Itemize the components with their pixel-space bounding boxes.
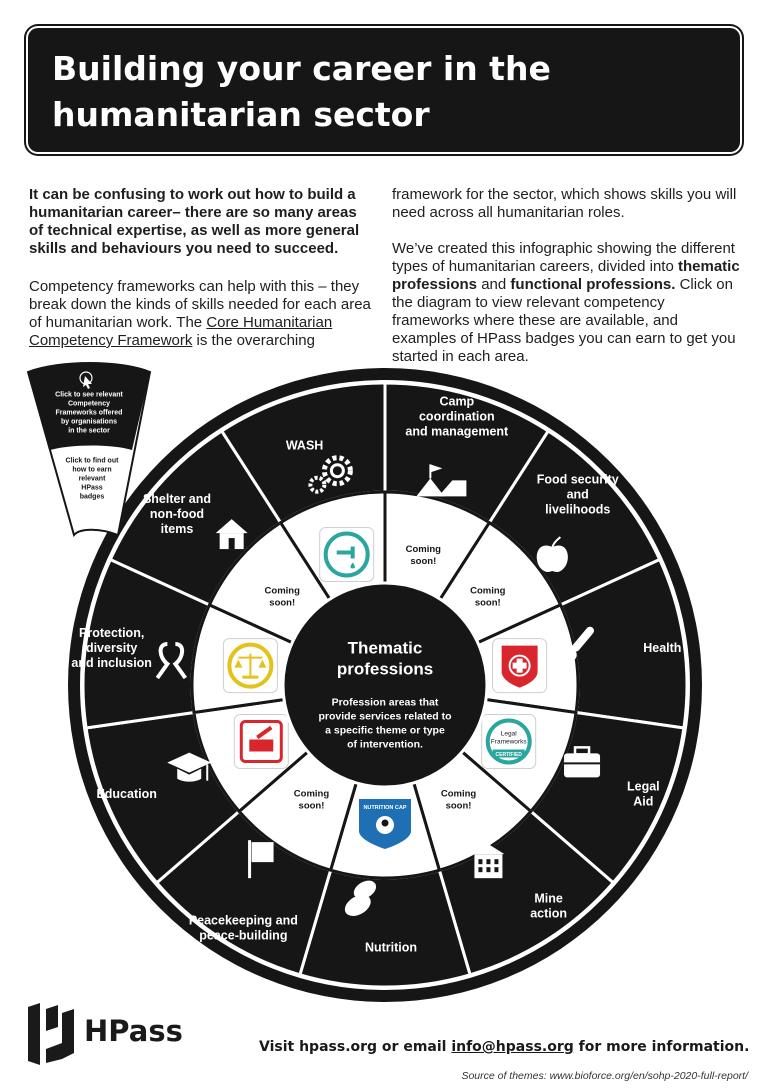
apple-icon	[536, 536, 568, 572]
intro-text: Competency frameworks can help with this…	[29, 278, 371, 331]
hpass-brand: HPass	[84, 1014, 183, 1048]
core-framework-link[interactable]: Core Humanitarian Competency Framework	[29, 314, 333, 349]
building-icon	[472, 844, 505, 879]
graduation-cap-icon	[167, 752, 212, 782]
page-title: Building your career in the humanitarian…	[52, 49, 551, 134]
tent-icon	[416, 464, 467, 497]
education-badge[interactable]	[233, 713, 289, 769]
wash-badge[interactable]	[319, 527, 375, 583]
thematic-term: thematic professions	[392, 258, 740, 293]
intro-paragraph-3: We’ve created this infographic showing t…	[392, 240, 742, 366]
thermometer-icon	[564, 626, 594, 661]
pointer-icon	[79, 371, 93, 389]
sector-label: WASH	[286, 439, 324, 453]
email-link[interactable]: info@hpass.org	[451, 1039, 574, 1055]
center-circle[interactable]	[281, 581, 489, 789]
intro-text-continued: is the overarching	[192, 332, 315, 349]
intro-column-left: It can be confusing to work out how to b…	[29, 186, 374, 350]
sector-label: Nutrition	[365, 940, 417, 954]
nutrition-badge-title: NUTRITION CAP	[363, 805, 406, 811]
intro-text: and	[477, 276, 511, 293]
briefcase-icon	[564, 746, 601, 778]
ribbon-icon	[155, 641, 187, 680]
intro-text: We’ve created this infographic showing t…	[392, 240, 735, 275]
legal-badge-ribbon: CERTIFIED	[496, 752, 523, 758]
health-badge[interactable]	[492, 638, 548, 694]
footer-text: for more information.	[573, 1039, 750, 1055]
gears-icon	[308, 455, 353, 494]
intro-paragraph-2: Competency frameworks can help with this…	[29, 278, 374, 350]
sector-label: Education	[96, 787, 156, 801]
sector-label: Health	[643, 641, 681, 655]
flag-icon	[248, 840, 274, 879]
legal-badge-subtitle: Frameworks	[491, 738, 528, 745]
footer-contact: Visit hpass.org or email info@hpass.org …	[259, 1039, 749, 1055]
house-icon	[215, 519, 248, 550]
intro-paragraph-2-continued: framework for the sector, which shows sk…	[392, 186, 737, 221]
protection-badge[interactable]	[222, 638, 278, 694]
source-note: Source of themes: www.bioforce.org/en/so…	[461, 1070, 748, 1082]
intro-text: Click on the diagram to view relevant co…	[392, 276, 736, 365]
bread-icon	[344, 880, 377, 916]
footer-text: Visit hpass.org or email	[259, 1039, 452, 1055]
intro-column-right: framework for the sector, which shows sk…	[392, 186, 742, 366]
legal-badge-title: Legal	[501, 730, 517, 737]
outer-ring-line	[80, 380, 690, 990]
intro-lead: It can be confusing to work out how to b…	[29, 186, 360, 257]
nutrition-badge[interactable]: NUTRITION CAP	[359, 799, 411, 849]
title-banner: Building your career in the humanitarian…	[28, 28, 740, 152]
functional-term: functional professions.	[510, 276, 676, 293]
hpass-logo-icon	[28, 1003, 74, 1065]
